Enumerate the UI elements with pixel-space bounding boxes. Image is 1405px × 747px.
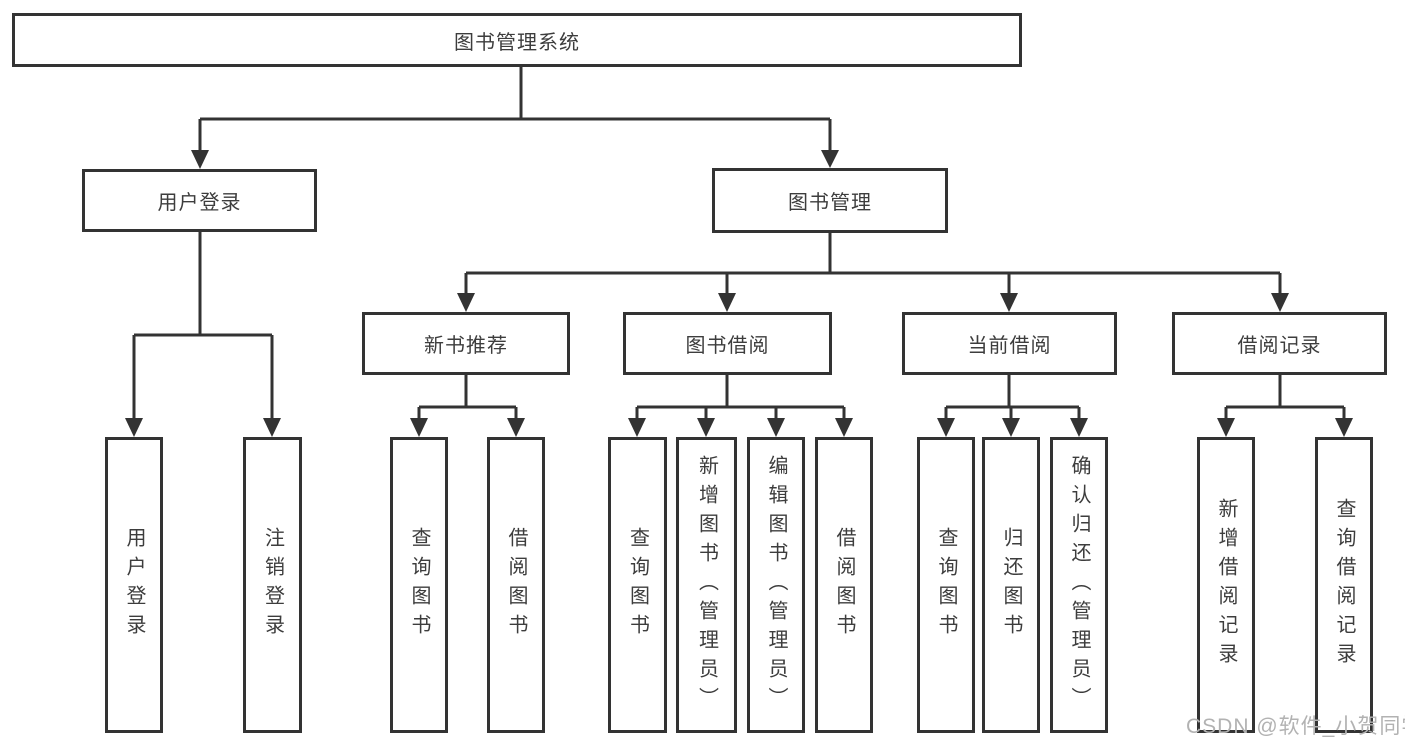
node-label: 查询借阅记录 — [1333, 498, 1355, 672]
arrowhead-icon — [191, 150, 209, 169]
arrowhead-icon — [628, 418, 646, 437]
node-library-management-system: 图书管理系统 — [12, 13, 1022, 67]
node-label: 确认归还（管理员） — [1068, 454, 1090, 716]
node-label: 用户登录 — [123, 527, 145, 643]
leaf-borrow-books: 借阅图书 — [815, 437, 873, 733]
connector-line — [132, 67, 1346, 420]
arrowhead-icon — [1002, 418, 1020, 437]
node-current-borrowing: 当前借阅 — [902, 312, 1117, 375]
leaf-query-books-current: 查询图书 — [917, 437, 975, 733]
arrowhead-icon — [507, 418, 525, 437]
node-label: 图书管理 — [788, 192, 872, 214]
node-borrowing-records: 借阅记录 — [1172, 312, 1387, 375]
leaf-borrow-books-recommendation: 借阅图书 — [487, 437, 545, 733]
node-label: 借阅记录 — [1237, 335, 1322, 357]
arrowhead-icon — [718, 293, 736, 312]
arrowhead-icon — [457, 293, 475, 312]
node-label: 查询图书 — [626, 527, 649, 643]
arrowhead-icon — [1000, 293, 1018, 312]
arrowhead-icon — [821, 150, 839, 168]
node-label: 注销登录 — [261, 527, 284, 643]
arrowhead-icon — [767, 418, 785, 437]
leaf-user-login: 用户登录 — [105, 437, 163, 733]
leaf-query-books-borrowing: 查询图书 — [608, 437, 667, 733]
arrowhead-icon — [1070, 418, 1088, 437]
arrowhead-icon — [1271, 293, 1289, 312]
node-label: 图书管理系统 — [454, 31, 580, 54]
node-label: 查询图书 — [935, 527, 957, 643]
node-label: 图书借阅 — [685, 335, 770, 357]
node-label: 新增借阅记录 — [1215, 498, 1237, 672]
node-label: 编辑图书（管理员） — [765, 454, 787, 716]
arrowhead-icon — [125, 418, 143, 437]
arrowhead-icon — [410, 418, 428, 437]
node-book-borrowing: 图书借阅 — [623, 312, 832, 375]
leaf-logout: 注销登录 — [243, 437, 302, 733]
leaf-edit-book-admin: 编辑图书（管理员） — [747, 437, 805, 733]
arrowhead-icon — [1217, 418, 1235, 437]
arrowhead-icon — [263, 418, 281, 437]
node-label: 查询图书 — [408, 527, 430, 643]
leaf-add-borrow-record: 新增借阅记录 — [1197, 437, 1255, 733]
arrowhead-icon — [937, 418, 955, 437]
node-label: 用户登录 — [157, 192, 242, 214]
node-user-login: 用户登录 — [82, 169, 317, 232]
node-label: 借阅图书 — [505, 527, 527, 643]
leaf-confirm-return-admin: 确认归还（管理员） — [1050, 437, 1108, 733]
arrowhead-icon — [697, 418, 715, 437]
node-label: 新增图书（管理员） — [695, 454, 718, 716]
node-new-book-recommendation: 新书推荐 — [362, 312, 570, 375]
node-book-management: 图书管理 — [712, 168, 948, 233]
node-label: 新书推荐 — [424, 335, 508, 357]
leaf-query-books-recommendation: 查询图书 — [390, 437, 448, 733]
node-label: 当前借阅 — [967, 335, 1052, 357]
node-label: 借阅图书 — [833, 527, 855, 643]
arrowhead-icon — [1335, 418, 1353, 437]
leaf-query-borrow-record: 查询借阅记录 — [1315, 437, 1373, 733]
arrowhead-icons — [125, 150, 1353, 437]
csdn-watermark: CSDN @软件_小贺同学 — [1186, 715, 1405, 738]
leaf-return-books: 归还图书 — [982, 437, 1040, 733]
leaf-add-book-admin: 新增图书（管理员） — [676, 437, 737, 733]
arrowhead-icon — [835, 418, 853, 437]
node-label: 归还图书 — [1000, 527, 1022, 643]
